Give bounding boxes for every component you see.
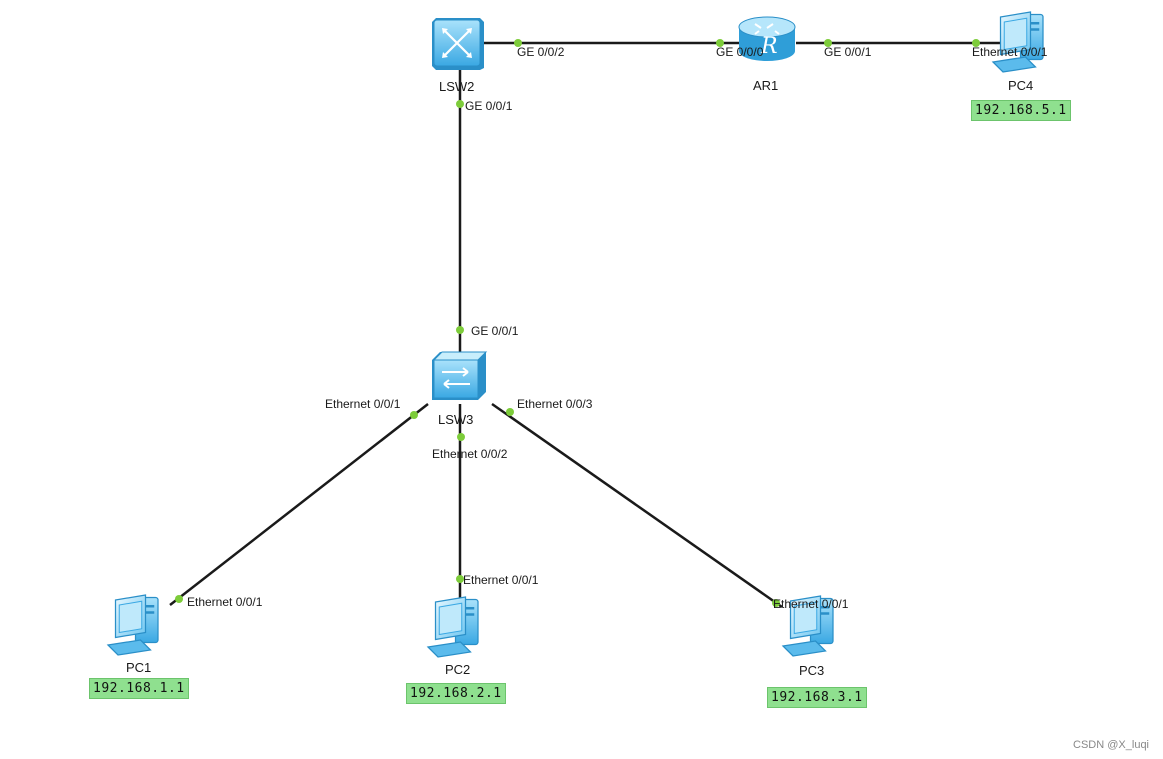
device-ar1[interactable]: R AR1 — [738, 16, 796, 93]
link-lsw3-pc1[interactable] — [169, 403, 429, 606]
device-label-pc4: PC4 — [1008, 78, 1033, 93]
link-lsw3-pc3[interactable] — [491, 402, 783, 609]
pc-icon — [992, 11, 1044, 73]
device-pc4[interactable]: PC4 — [992, 11, 1044, 93]
port-dot — [716, 39, 724, 47]
port-label-lsw3-pc1: Ethernet 0/0/1 — [325, 397, 401, 411]
device-pc3[interactable]: PC3 — [782, 595, 834, 678]
port-label-lsw2-lsw3: GE 0/0/1 — [465, 99, 513, 113]
port-labels: GE 0/0/2 GE 0/0/0 GE 0/0/1 Ethernet 0/0/… — [187, 45, 1048, 611]
port-dot — [175, 595, 183, 603]
svg-text:R: R — [760, 34, 778, 59]
device-label-lsw2: LSW2 — [439, 79, 474, 94]
port-dot — [456, 575, 464, 583]
port-label-ar1-pc4: GE 0/0/1 — [824, 45, 872, 59]
device-label-pc3: PC3 — [799, 663, 824, 678]
ip-tag-pc1: 192.168.1.1 — [89, 678, 189, 699]
port-dot — [410, 411, 418, 419]
device-label-ar1: AR1 — [753, 78, 778, 93]
port-label-lsw3-pc2: Ethernet 0/0/2 — [432, 447, 508, 461]
ip-tag-pc3: 192.168.3.1 — [767, 687, 867, 708]
port-dots — [175, 39, 980, 607]
ip-tag-pc4: 192.168.5.1 — [971, 100, 1071, 121]
l3-switch-icon — [432, 18, 484, 70]
router-icon: R — [738, 16, 796, 61]
links — [169, 41, 1000, 609]
device-pc1[interactable]: PC1 — [107, 594, 159, 675]
ip-tag-pc2: 192.168.2.1 — [406, 683, 506, 704]
port-label-pc4-ar1: Ethernet 0/0/1 — [972, 45, 1048, 59]
port-dot — [457, 433, 465, 441]
port-label-lsw2-ar1: GE 0/0/2 — [517, 45, 565, 59]
l2-switch-icon — [432, 351, 488, 400]
port-label-lsw3-pc3: Ethernet 0/0/3 — [517, 397, 593, 411]
device-lsw3[interactable]: LSW3 — [432, 351, 488, 427]
port-dot — [772, 599, 780, 607]
device-label-lsw3: LSW3 — [438, 412, 473, 427]
pc-icon — [427, 596, 479, 658]
port-label-lsw3-lsw2: GE 0/0/1 — [471, 324, 519, 338]
port-label-ar1-lsw2: GE 0/0/0 — [716, 45, 764, 59]
port-dot — [456, 326, 464, 334]
port-label-pc2-lsw3: Ethernet 0/0/1 — [463, 573, 539, 587]
port-dot — [824, 39, 832, 47]
pc-icon — [107, 594, 159, 656]
port-label-pc1-lsw3: Ethernet 0/0/1 — [187, 595, 263, 609]
device-lsw2[interactable]: LSW2 — [432, 18, 484, 94]
watermark: CSDN @X_luqi — [1073, 739, 1149, 751]
port-dot — [514, 39, 522, 47]
device-label-pc2: PC2 — [445, 662, 470, 677]
port-label-pc3-lsw3: Ethernet 0/0/1 — [773, 597, 849, 611]
device-pc2[interactable]: PC2 — [427, 596, 479, 677]
device-label-pc1: PC1 — [126, 660, 151, 675]
port-dot — [972, 39, 980, 47]
port-dot — [456, 100, 464, 108]
port-dot — [506, 408, 514, 416]
